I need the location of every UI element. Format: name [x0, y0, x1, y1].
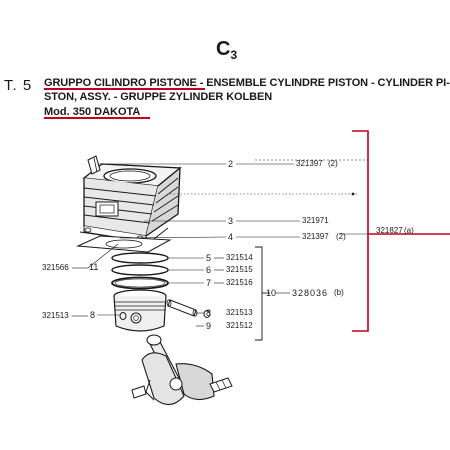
- callout-8-left-index: 8: [90, 310, 96, 320]
- callout-8-code: 321513: [226, 308, 253, 317]
- callout-6-index: 6: [206, 265, 212, 275]
- leader-dot: [351, 192, 355, 196]
- cylinder-assy-bracket: [352, 130, 450, 332]
- table-number: T. 5: [4, 77, 33, 94]
- callout-10-note: (b): [334, 288, 344, 297]
- callout-2-qty-value: 2: [330, 159, 336, 168]
- callout-11-index: 11: [89, 262, 99, 272]
- callout-10-index: 10: [266, 288, 277, 298]
- callout-9-index: 9: [206, 321, 212, 331]
- crankshaft-assembly: [131, 334, 233, 406]
- callout-3-code: 321971: [302, 216, 329, 225]
- callout-2-index: 2: [228, 159, 234, 169]
- piston-pin: [166, 299, 198, 317]
- callout-4-qty-value: 2: [338, 232, 344, 241]
- callout-2-qty: (2): [328, 159, 338, 168]
- page-code: C3: [216, 38, 237, 62]
- callout-5-code: 321514: [226, 253, 253, 262]
- circlip-right: [203, 310, 211, 318]
- model-label: Mod. 350 DAKOTA: [44, 106, 141, 118]
- title-line-2: STON, ASSY. - GRUPPE ZYLINDER KOLBEN: [44, 91, 273, 103]
- piston-group-bracket: [255, 246, 270, 341]
- cylinder-assy-note: (a): [404, 226, 414, 235]
- cylinder-gasket: [76, 235, 172, 253]
- title-rest: - ENSEMBLE CYLINDRE PISTON - CYLINDER PI…: [196, 77, 450, 89]
- callout-2-code: 321397: [296, 159, 323, 168]
- cylinder-block: [79, 155, 182, 243]
- title-line-1: GRUPPO CILINDRO PISTONE - ENSEMBLE CYLIN…: [44, 77, 450, 89]
- piston-rings: [111, 252, 169, 290]
- callout-7-code: 321516: [226, 278, 253, 287]
- callout-7-index: 7: [206, 278, 212, 288]
- callout-6-code: 321515: [226, 265, 253, 274]
- callout-5-index: 5: [206, 253, 212, 263]
- callout-9-code: 321512: [226, 321, 253, 330]
- callout-4-code: 321397: [302, 232, 329, 241]
- callout-8-left-code: 321513: [42, 311, 69, 320]
- leader-lines: [72, 163, 368, 327]
- callout-8-index: 8: [206, 308, 212, 318]
- page-code-letter: C: [216, 38, 231, 60]
- callout-11-code: 321566: [42, 263, 69, 272]
- page-code-sub: 3: [230, 48, 238, 62]
- callout-4-qty: (2): [336, 232, 346, 241]
- piston: [113, 289, 167, 332]
- callout-4-index: 4: [228, 232, 234, 242]
- cylinder-assy-note-value: a: [406, 226, 412, 235]
- callout-10-code: 328036: [292, 288, 329, 298]
- callout-3-index: 3: [228, 216, 234, 226]
- cylinder-assy-code: 321827: [376, 226, 403, 235]
- title-highlight: GRUPPO CILINDRO PISTONE: [44, 77, 197, 89]
- circlip-left: [119, 312, 127, 320]
